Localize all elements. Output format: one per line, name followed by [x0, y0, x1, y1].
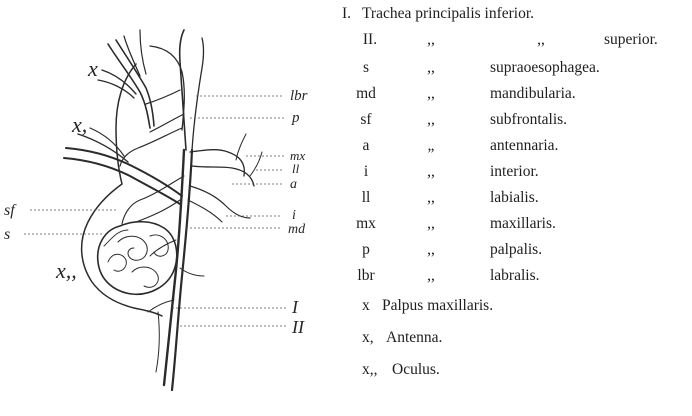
legend-row: x,, Oculus. — [338, 358, 692, 382]
label-sf: sf — [4, 202, 17, 219]
legend-code: x, — [362, 326, 374, 350]
legend-row: ll ,, labialis. — [338, 186, 692, 210]
branch-small — [148, 300, 174, 312]
legend-ditto: ,, — [418, 186, 444, 210]
legend-row: a „ antennaria. — [338, 134, 692, 158]
branch-small — [150, 240, 176, 256]
label-x1: x, — [71, 112, 87, 137]
label-md: md — [288, 222, 306, 237]
label-ll: ll — [292, 161, 300, 176]
legend-code: sf — [346, 108, 386, 132]
trachea-trunk-upper — [192, 38, 204, 150]
legend-row: mx ,, maxillaris. — [338, 212, 692, 236]
legend-ditto: ,, — [418, 28, 444, 52]
legend-code: md — [346, 82, 386, 106]
legend-ditto: ,, — [418, 238, 444, 262]
palpus-strand — [140, 30, 146, 74]
legend-row: p ,, palpalis. — [338, 238, 692, 262]
branch-maxillaris — [190, 150, 244, 176]
oculus-coil — [108, 254, 126, 271]
legend-text: Oculus. — [392, 358, 440, 382]
legend-code: s — [346, 56, 386, 80]
legend-ditto: ,, — [418, 264, 444, 288]
legend-row: x Palpus maxillaris. — [338, 294, 692, 318]
legend-row: i ,, interior. — [338, 160, 692, 184]
legend-code: p — [346, 238, 386, 262]
legend-row: lbr ,, labralis. — [338, 264, 692, 288]
legend-code: x,, — [362, 358, 378, 382]
legend-ditto: ,, — [418, 160, 444, 184]
branch-antennaria — [190, 186, 250, 218]
legend-text: Antenna. — [386, 326, 442, 350]
label-p: p — [291, 110, 300, 126]
legend-text: maxillaris. — [490, 212, 556, 236]
branch-interior — [188, 200, 222, 222]
oculus-outline — [98, 222, 177, 295]
label-I: I — [291, 297, 299, 317]
legend-text: palpalis. — [490, 238, 542, 262]
legend-row: II. ,, ,, superior. — [338, 28, 692, 52]
legend-text: mandibularia. — [490, 82, 576, 106]
label-i: i — [292, 208, 296, 223]
legend-ditto: ,, — [418, 56, 444, 80]
branch-small — [156, 312, 159, 372]
antenna-strand — [78, 134, 128, 162]
legend-code: x — [362, 294, 370, 318]
legend-row: sf ,, subfrontalis. — [338, 108, 692, 132]
legend-code: lbr — [346, 264, 386, 288]
legend-text: Palpus maxillaris. — [382, 294, 493, 318]
label-x2: x,, — [55, 258, 77, 283]
legend-ditto: ,, — [418, 108, 444, 132]
legend-code: mx — [346, 212, 386, 236]
legend-ditto: ,, — [418, 82, 444, 106]
legend-row: s ,, supraoesophagea. — [338, 56, 692, 80]
label-a: a — [290, 177, 297, 192]
legend-text: labialis. — [490, 186, 539, 210]
legend-row: I. Trachea principalis inferior. — [338, 2, 692, 26]
legend-text: interior. — [490, 160, 539, 184]
label-s: s — [4, 226, 10, 243]
legend-text: Trachea principalis inferior. — [362, 2, 534, 26]
legend-code: II. — [350, 28, 390, 52]
tracheal-diagram: x x, x,, sf s lbr p mx ll a i md I II — [0, 0, 330, 416]
legend-text: subfrontalis. — [490, 108, 567, 132]
legend: I. Trachea principalis inferior. II. ,, … — [338, 0, 692, 416]
legend-code: I. — [342, 2, 351, 26]
oculus-coil — [132, 267, 158, 287]
legend-ditto: ,, — [418, 212, 444, 236]
branch-subfrontal — [120, 128, 182, 166]
label-II: II — [291, 317, 305, 337]
palpus-strand — [98, 80, 134, 98]
legend-row: x, Antenna. — [338, 326, 692, 350]
legend-code: a — [346, 134, 386, 158]
label-lbr: lbr — [290, 88, 308, 104]
legend-ditto: ,, — [528, 28, 554, 52]
legend-ditto: „ — [418, 134, 444, 158]
legend-row: md ,, mandibularia. — [338, 82, 692, 106]
label-x: x — [87, 56, 98, 81]
branch-labralis — [146, 90, 180, 104]
branch-supraoesophagea — [136, 200, 180, 222]
legend-text: supraoesophagea. — [490, 56, 600, 80]
legend-code: i — [346, 160, 386, 184]
legend-text: superior. — [604, 28, 658, 52]
legend-text: labralis. — [490, 264, 540, 288]
oculus-coil — [118, 236, 147, 260]
legend-text: antennaria. — [490, 134, 558, 158]
legend-code: ll — [346, 186, 386, 210]
